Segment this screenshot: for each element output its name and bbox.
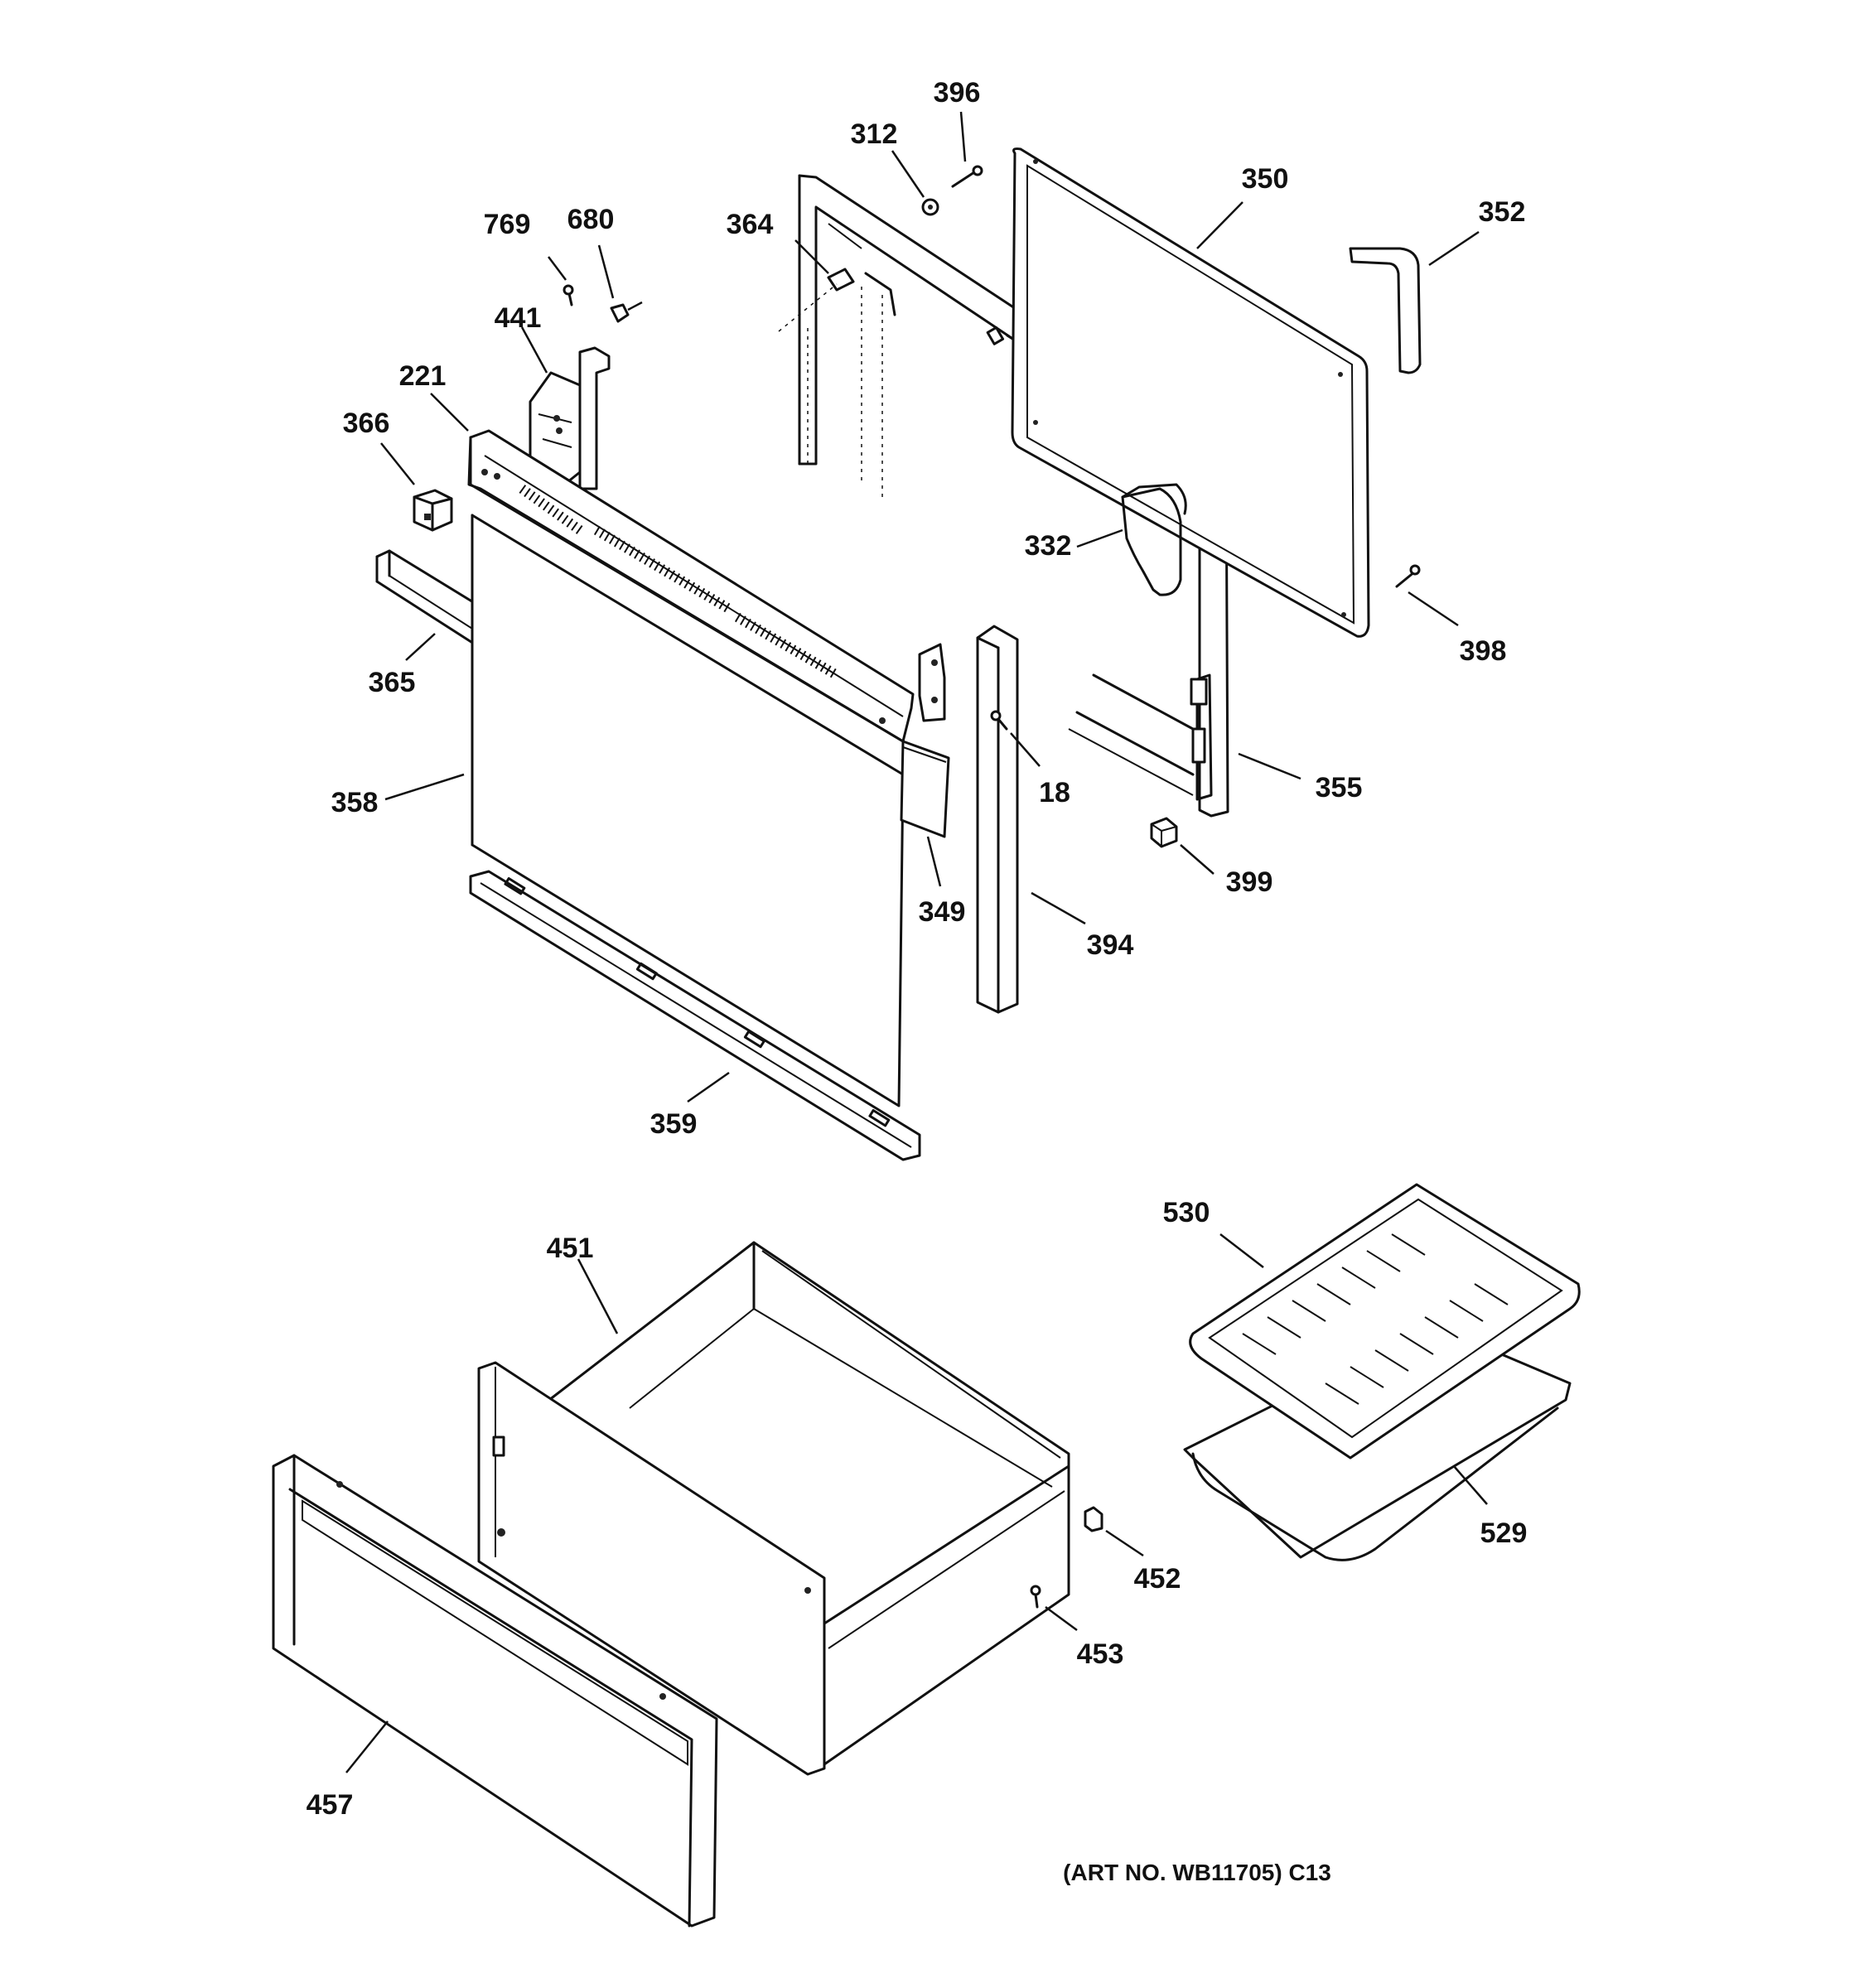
label-349: 349 xyxy=(919,896,966,928)
label-365: 365 xyxy=(369,667,416,698)
art-number: (ART NO. WB11705) C13 xyxy=(1063,1860,1331,1885)
label-457: 457 xyxy=(307,1789,354,1821)
label-358: 358 xyxy=(331,787,379,818)
label-366: 366 xyxy=(343,408,390,439)
label-398: 398 xyxy=(1460,635,1507,667)
label-352: 352 xyxy=(1479,196,1526,228)
screw-769 xyxy=(563,284,574,306)
door-insulation xyxy=(1121,483,1187,596)
bumper-399 xyxy=(1150,817,1178,848)
screw-680 xyxy=(610,301,643,323)
screw-398 xyxy=(1395,564,1421,588)
label-530: 530 xyxy=(1163,1197,1210,1228)
label-451: 451 xyxy=(547,1233,594,1264)
label-359: 359 xyxy=(650,1108,698,1140)
label-680: 680 xyxy=(567,204,615,235)
label-18: 18 xyxy=(1039,777,1070,808)
label-350: 350 xyxy=(1242,163,1289,195)
vent-trim xyxy=(467,429,915,743)
spacer-364 xyxy=(778,268,855,332)
leader-lines xyxy=(345,111,1488,1773)
door-gasket xyxy=(1349,247,1422,374)
door-outer-panel xyxy=(471,514,905,1107)
drawer-slide-452 xyxy=(1084,1506,1103,1532)
door-bottom-trim xyxy=(469,870,921,1161)
side-trim-349 xyxy=(900,740,950,838)
label-394: 394 xyxy=(1087,929,1134,961)
label-441: 441 xyxy=(495,302,542,334)
washer-312 xyxy=(921,198,939,216)
label-396: 396 xyxy=(934,77,981,109)
label-221: 221 xyxy=(399,360,447,392)
part-labels: 396 312 350 352 769 680 364 441 221 366 … xyxy=(307,77,1528,1821)
drawer-front xyxy=(272,1454,718,1928)
vent-slots xyxy=(519,485,840,680)
broiler-grid xyxy=(1189,1183,1581,1460)
door-inner-frame xyxy=(798,174,1229,818)
door-window-panel xyxy=(1011,147,1370,638)
hinge-channel xyxy=(918,625,1019,1014)
screw-18 xyxy=(990,710,1008,731)
label-355: 355 xyxy=(1316,772,1363,803)
label-332: 332 xyxy=(1025,530,1072,562)
label-769: 769 xyxy=(484,209,531,240)
clip-366 xyxy=(413,489,453,532)
label-399: 399 xyxy=(1226,866,1273,898)
drawer-front-panel xyxy=(477,1361,826,1776)
label-453: 453 xyxy=(1077,1638,1124,1670)
label-312: 312 xyxy=(851,118,898,150)
screw-396 xyxy=(951,165,983,188)
label-364: 364 xyxy=(727,209,774,240)
screw-453 xyxy=(1030,1585,1041,1609)
label-529: 529 xyxy=(1480,1518,1528,1549)
label-452: 452 xyxy=(1134,1563,1181,1595)
